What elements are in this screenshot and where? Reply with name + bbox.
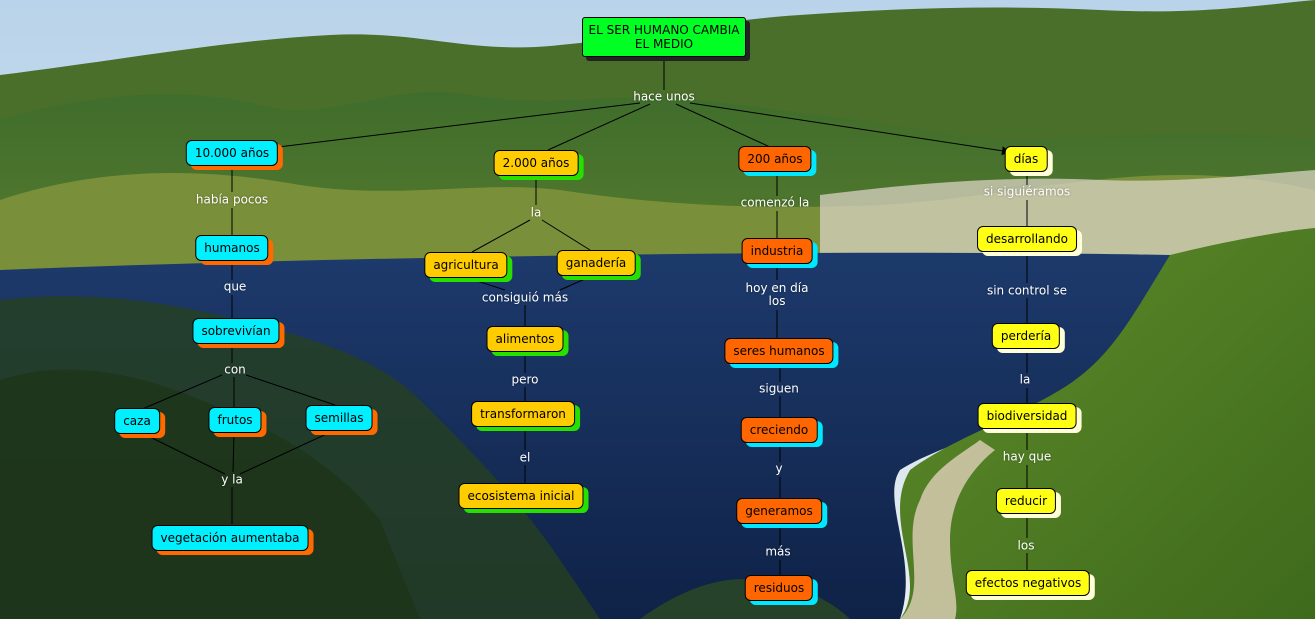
node-dias[interactable]: días bbox=[1005, 146, 1048, 172]
node-2000-years[interactable]: 2.000 años bbox=[494, 150, 579, 176]
node-biodiversidad[interactable]: biodiversidad bbox=[978, 403, 1077, 429]
link-con: con bbox=[224, 364, 246, 377]
link-comenzo-la: comenzó la bbox=[741, 197, 810, 210]
node-10000-years[interactable]: 10.000 años bbox=[186, 140, 278, 166]
link-hay-que: hay que bbox=[1003, 451, 1051, 464]
node-reducir[interactable]: reducir bbox=[996, 488, 1056, 514]
link-sin-control-se: sin control se bbox=[987, 285, 1067, 298]
node-seres-humanos[interactable]: seres humanos bbox=[724, 338, 833, 364]
link-y: y bbox=[775, 463, 782, 476]
node-generamos[interactable]: generamos bbox=[736, 498, 822, 524]
node-agricultura[interactable]: agricultura bbox=[424, 252, 507, 278]
node-efectos-negativos[interactable]: efectos negativos bbox=[966, 570, 1090, 596]
link-mas: más bbox=[765, 546, 790, 559]
link-siguen: siguen bbox=[759, 383, 799, 396]
link-consiguio-mas: consiguió más bbox=[482, 292, 568, 305]
link-el: el bbox=[520, 452, 531, 465]
node-industria[interactable]: industria bbox=[742, 238, 813, 264]
root-link-label: hace unos bbox=[633, 91, 695, 104]
node-perderia[interactable]: perdería bbox=[992, 323, 1060, 349]
link-y-la: y la bbox=[221, 474, 243, 487]
node-200-years[interactable]: 200 años bbox=[738, 146, 811, 172]
link-pero: pero bbox=[511, 374, 538, 387]
node-semillas[interactable]: semillas bbox=[306, 405, 373, 431]
node-desarrollando[interactable]: desarrollando bbox=[977, 226, 1077, 252]
link-habia-pocos: había pocos bbox=[196, 194, 268, 207]
node-frutos[interactable]: frutos bbox=[208, 407, 261, 433]
node-ganaderia[interactable]: ganadería bbox=[557, 250, 636, 276]
node-caza[interactable]: caza bbox=[114, 408, 160, 434]
node-transformaron[interactable]: transformaron bbox=[471, 401, 575, 427]
link-hoy-en-dia-los: hoy en día los bbox=[737, 282, 817, 308]
link-si-siguieramos: si siguiéramos bbox=[984, 186, 1071, 199]
link-los: los bbox=[1018, 540, 1035, 553]
link-la-4: la bbox=[1020, 374, 1031, 387]
node-alimentos[interactable]: alimentos bbox=[487, 326, 564, 352]
node-humanos[interactable]: humanos bbox=[195, 235, 268, 261]
node-residuos[interactable]: residuos bbox=[745, 575, 813, 601]
link-que: que bbox=[224, 281, 247, 294]
link-la-2: la bbox=[531, 207, 542, 220]
node-ecosistema-inicial[interactable]: ecosistema inicial bbox=[459, 483, 584, 509]
node-sobrevivian[interactable]: sobrevivían bbox=[192, 318, 279, 344]
node-vegetacion-aumentaba[interactable]: vegetación aumentaba bbox=[152, 525, 309, 551]
node-creciendo[interactable]: creciendo bbox=[741, 417, 818, 443]
root-concept-node[interactable]: EL SER HUMANO CAMBIA EL MEDIO bbox=[582, 17, 746, 57]
